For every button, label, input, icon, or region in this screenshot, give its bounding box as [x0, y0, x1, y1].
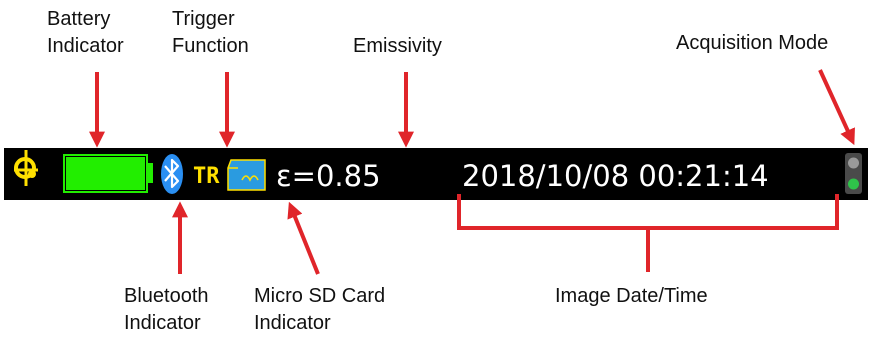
acquisition-mode-label: Acquisition Mode	[676, 30, 828, 57]
trigger-function-text: TR	[193, 164, 220, 189]
sd-label-line1: Micro SD Card	[254, 285, 386, 307]
bluetooth-indicator-label: Bluetooth Indicator	[124, 283, 209, 337]
emissivity-value: ε=0.85	[276, 159, 381, 193]
sd-card-arrow	[287, 201, 320, 275]
bluetooth-label-line1: Bluetooth	[124, 285, 209, 307]
trigger-label-line1: Trigger	[172, 8, 235, 30]
battery-level-fill	[66, 157, 145, 190]
image-datetime-label: Image Date/Time	[555, 283, 708, 310]
emissivity-label-text: Emissivity	[353, 35, 442, 57]
battery-label-line1: Battery	[47, 8, 111, 30]
sd-card-icon	[227, 159, 266, 191]
emissivity-label: Emissivity	[353, 33, 442, 60]
battery-icon	[63, 154, 153, 193]
battery-label-line2: Indicator	[47, 35, 124, 57]
trigger-label-line2: Function	[172, 35, 249, 57]
battery-indicator-label: Battery Indicator	[47, 6, 124, 60]
datetime-bracket	[457, 194, 839, 272]
acquisition-label-text: Acquisition Mode	[676, 32, 829, 54]
sd-label-line2: Indicator	[254, 312, 331, 334]
acquisition-mode-icon	[845, 153, 862, 194]
datetime-label-text: Image Date/Time	[555, 285, 708, 307]
bluetooth-label-line2: Indicator	[124, 312, 201, 334]
trigger-function-label: Trigger Function	[172, 6, 249, 60]
probe-icon	[14, 150, 38, 186]
acquisition-arrow	[818, 69, 855, 146]
bluetooth-icon	[161, 154, 183, 194]
image-datetime-value: 2018/10/08 00:21:14	[462, 159, 769, 193]
sd-card-indicator-label: Micro SD Card Indicator	[254, 283, 385, 337]
